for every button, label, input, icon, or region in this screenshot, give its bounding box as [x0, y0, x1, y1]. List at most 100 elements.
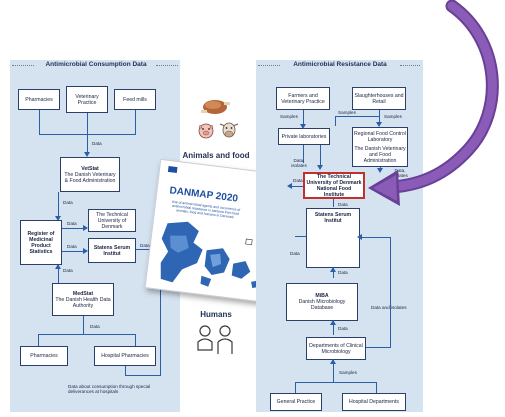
humans-icon — [194, 324, 236, 361]
title-dots-right — [400, 65, 420, 66]
miba-desc: Danish Microbiology Database — [298, 299, 346, 311]
data-label: Data — [293, 178, 303, 183]
arrow-head — [330, 320, 336, 325]
data-label: Data — [92, 141, 102, 146]
title-dots-right — [156, 65, 178, 66]
private-labs-box: Private laboratories — [278, 128, 330, 145]
connector — [136, 249, 160, 250]
hospital-departments-label: Hospital Departments — [349, 399, 399, 405]
connector — [87, 113, 88, 134]
connector — [295, 236, 306, 237]
vetstat-org: The Danish Veterinary & Food Administrat… — [64, 171, 116, 184]
denmark-map-icon — [149, 214, 270, 300]
connector — [333, 360, 334, 382]
pig-icon — [196, 121, 216, 144]
dtu-food-institute-box: The Technical University of Denmark Nati… — [303, 172, 365, 199]
arrow-head — [330, 267, 336, 272]
data-label: Data — [67, 244, 77, 249]
feed-mills-box: Feed mills — [114, 89, 156, 110]
animals-and-food-label: Animals and food — [182, 151, 250, 160]
pharmacies-bottom-label: Pharmacies — [30, 353, 58, 359]
hospital-departments-box: Hospital Departments — [342, 393, 406, 411]
feed-mills-label: Feed mills — [123, 96, 147, 103]
data-label: Data — [290, 251, 300, 256]
connector — [125, 366, 126, 375]
connector — [135, 110, 136, 134]
vet-practice-box: Veterinary Practice — [66, 86, 108, 113]
data-label: Data — [63, 268, 73, 273]
connector — [295, 382, 376, 383]
technical-university-label: The Technical University of Denmark — [96, 211, 128, 230]
farmers-label: Farmers and Veterinary Practice — [281, 92, 325, 105]
humans-label: Humans — [200, 310, 232, 319]
connector — [38, 334, 136, 335]
connector — [320, 145, 321, 167]
dtu-name: The Technical University of Denmark — [306, 173, 362, 186]
hospital-pharmacies-label: Hospital Pharmacies — [101, 353, 149, 359]
regional-lab-label: Regional Food Control Laboratory — [354, 130, 406, 143]
connector — [333, 321, 334, 335]
register-box: Register of Medicinal Product Statistics — [20, 220, 62, 265]
arrow-head — [317, 165, 323, 170]
cow-icon — [218, 120, 240, 145]
data-label: Data — [90, 324, 100, 329]
data-label: Data — [338, 270, 348, 275]
vet-food-admin-label: The Danish Veterinary and Food Administr… — [354, 145, 406, 164]
connector — [87, 134, 88, 153]
register-label: Register of Medicinal Product Statistics — [27, 230, 55, 255]
connector — [303, 110, 304, 126]
title-dots-left — [12, 65, 34, 66]
arrow-head — [55, 216, 61, 221]
connector — [333, 268, 334, 278]
connector — [62, 251, 83, 252]
connector — [379, 110, 380, 124]
statens-serum-label: Statens Serum Institut — [314, 212, 352, 224]
data-isolates-label: Data, isolates — [291, 158, 307, 169]
hospital-pharmacies-box: Hospital Pharmacies — [94, 346, 156, 366]
data-label: Data — [63, 200, 73, 205]
arrow-head — [300, 124, 306, 129]
general-practice-box: General Practice — [270, 393, 322, 411]
dept-clinical-box: Departments of Clinical Microbiology — [306, 337, 366, 360]
connector — [376, 382, 377, 393]
miba-box: MiBA Danish Microbiology Database — [286, 283, 358, 321]
arrow-head — [83, 248, 88, 254]
arrow-head — [55, 264, 61, 269]
vetstat-box: VetStat The Danish Veterinary & Food Adm… — [60, 157, 120, 192]
danmap-report-cover: DANMAP 2020 Use of antimicrobial agents … — [144, 158, 284, 304]
resistance-title: Antimicrobial Resistance Data — [293, 61, 387, 68]
private-labs-label: Private laboratories — [281, 133, 327, 140]
title-dots-left — [258, 65, 280, 66]
pharmacies-box: Pharmacies — [18, 89, 60, 110]
data-label: Data — [67, 221, 77, 226]
miba-name: MiBA — [315, 293, 329, 299]
arrow-head — [330, 359, 336, 364]
connector — [335, 116, 336, 126]
connector — [135, 334, 136, 346]
data-label: Data — [338, 202, 348, 207]
data-and-isolates-label: Data and isolates — [371, 305, 407, 310]
medstat-box: MedStat The Danish Health Data Authority — [52, 283, 114, 316]
connector — [366, 347, 391, 348]
technical-university-box: The Technical University of Denmark — [88, 209, 136, 232]
samples-label: Samples — [338, 110, 356, 115]
connector — [62, 228, 83, 229]
chicken-icon — [198, 96, 232, 121]
footnote-label: Data about consumption through special d… — [68, 384, 151, 395]
connector — [58, 192, 59, 218]
slaughterhouses-box: Slaughterhouses and Retail — [352, 87, 406, 110]
farmers-box: Farmers and Veterinary Practice — [276, 87, 330, 110]
medstat-name: MedStat — [72, 290, 94, 297]
medstat-org: The Danish Health Data Authority — [55, 296, 111, 309]
connector — [333, 199, 334, 207]
connector — [39, 110, 40, 134]
dept-clinical-label: Departments of Clinical Microbiology — [309, 342, 363, 355]
slaughterhouses-label: Slaughterhouses and Retail — [354, 92, 404, 105]
consumption-title: Antimicrobial Consumption Data — [45, 61, 147, 68]
arrow-head — [287, 183, 292, 189]
connector — [390, 237, 391, 347]
arrow-head — [83, 225, 88, 231]
connector — [160, 249, 161, 375]
samples-label: Samples — [280, 114, 298, 119]
